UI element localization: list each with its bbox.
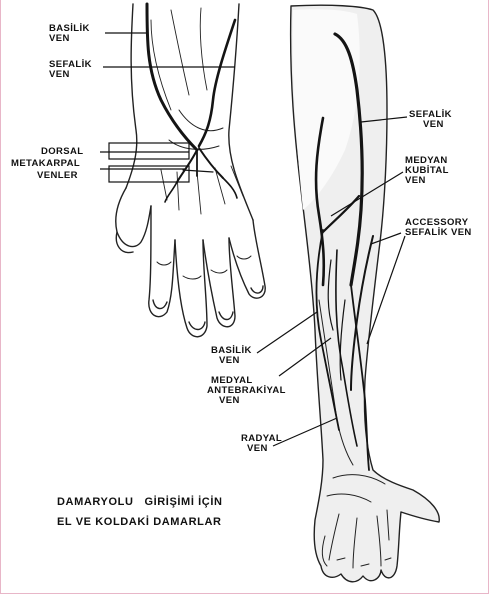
caption-line-2: EL VE KOLDAKİ DAMARLAR (57, 512, 223, 532)
hand-veins (147, 4, 237, 202)
label-line: VEN (207, 395, 240, 406)
label-accessory-sefalik-ven: ACCESSORY SEFALİK VEN (405, 218, 472, 238)
label-medyal-antebrakiyal-ven: MEDYAL ANTEBRAKİYAL VEN (207, 376, 286, 406)
label-line: VEN (211, 355, 240, 366)
label-sefalik-ven-hand: SEFALİK VEN (49, 60, 92, 80)
label-line: VEN (49, 69, 70, 80)
label-radyal-ven: RADYAL VEN (241, 434, 282, 454)
label-basilik-ven-hand: BASİLİK VEN (49, 24, 90, 44)
label-dorsal-metakarpal-venler: DORSAL METAKARPAL VENLER (37, 146, 84, 182)
label-medyan-kubital-ven: MEDYAN KUBİTAL VEN (405, 156, 449, 186)
label-line: VENLER (37, 170, 78, 181)
label-line: METAKARPAL (11, 158, 80, 169)
figure-caption: DAMARYOLU GİRİŞİMİ İÇİN EL VE KOLDAKİ DA… (57, 492, 223, 532)
label-line: VEN (405, 175, 426, 186)
label-line: VEN (241, 443, 268, 454)
label-line: DORSAL (37, 146, 84, 157)
label-line: SEFALİK VEN (405, 227, 472, 238)
label-line: VEN (49, 33, 70, 44)
caption-line-1: DAMARYOLU GİRİŞİMİ İÇİN (57, 492, 223, 512)
label-sefalik-ven-arm: SEFALİK VEN (409, 110, 452, 130)
label-line: VEN (409, 119, 444, 130)
arm-drawing (291, 5, 440, 582)
label-basilik-ven-arm: BASİLİK VEN (211, 346, 252, 366)
